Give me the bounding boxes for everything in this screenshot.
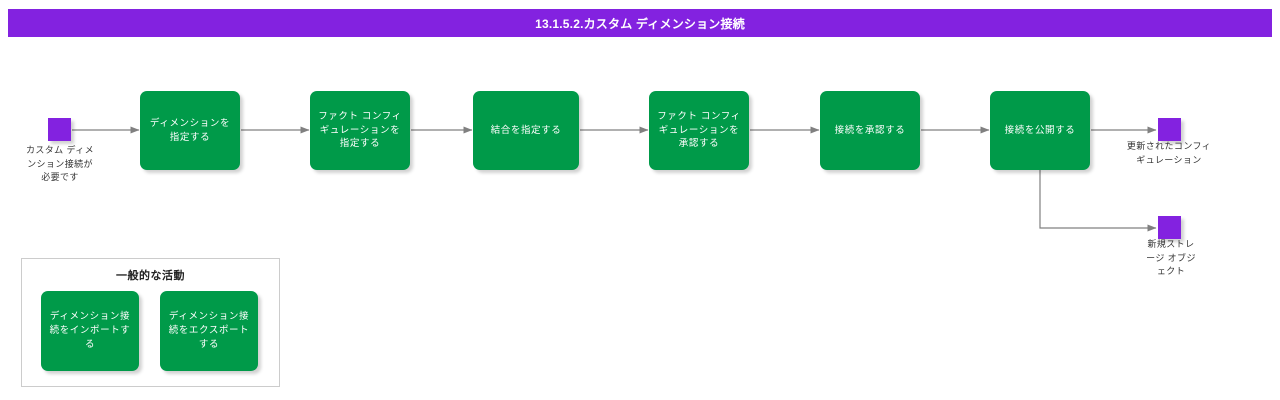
- activity-node-import-dimension-connection[interactable]: ディメンション接続をインポートする: [41, 291, 139, 371]
- process-node-specify-dimension[interactable]: ディメンションを指定する: [140, 91, 240, 170]
- process-node-label: 結合を指定する: [490, 124, 562, 136]
- process-node-label: ファクト コンフィギュレーションを承認する: [657, 110, 741, 150]
- process-node-approve-fact-configuration[interactable]: ファクト コンフィギュレーションを承認する: [649, 91, 749, 170]
- common-activities-title: 一般的な活動: [116, 270, 185, 282]
- process-node-label: ディメンションを指定する: [149, 117, 231, 143]
- process-node-approve-connection[interactable]: 接続を承認する: [820, 91, 920, 170]
- process-node-label: 接続を承認する: [834, 124, 906, 136]
- start-node-custom-dimension-connection-required[interactable]: [48, 118, 71, 141]
- end-node-new-storage-object[interactable]: [1158, 216, 1181, 239]
- end-node-updated-configuration-label: 更新されたコンフィギュレーション: [1126, 141, 1212, 165]
- end-node-new-storage-object-label: 新規ストレージ オブジェクト: [1146, 239, 1196, 276]
- process-node-label: ファクト コンフィギュレーションを指定する: [318, 110, 402, 150]
- end-node-updated-configuration[interactable]: [1158, 118, 1181, 141]
- activity-node-label: ディメンション接続をインポートする: [49, 311, 131, 350]
- page-header-bar: 13.1.5.2.カスタム ディメンション接続: [8, 9, 1272, 37]
- activity-node-export-dimension-connection[interactable]: ディメンション接続をエクスポートする: [160, 291, 258, 371]
- common-activities-panel: 一般的な活動 ディメンション接続をインポートする ディメンション接続をエクスポー…: [21, 258, 280, 387]
- start-node-label: カスタム ディメンション接続が必要です: [25, 145, 95, 182]
- activity-node-label: ディメンション接続をエクスポートする: [168, 311, 250, 350]
- process-node-specify-fact-configuration[interactable]: ファクト コンフィギュレーションを指定する: [310, 91, 410, 170]
- process-node-specify-join[interactable]: 結合を指定する: [473, 91, 579, 170]
- page-title: 13.1.5.2.カスタム ディメンション接続: [535, 16, 745, 31]
- process-node-label: 接続を公開する: [1004, 124, 1076, 136]
- edge-publish-to-new-storage-object: [1039, 170, 1157, 232]
- process-node-publish-connection[interactable]: 接続を公開する: [990, 91, 1090, 170]
